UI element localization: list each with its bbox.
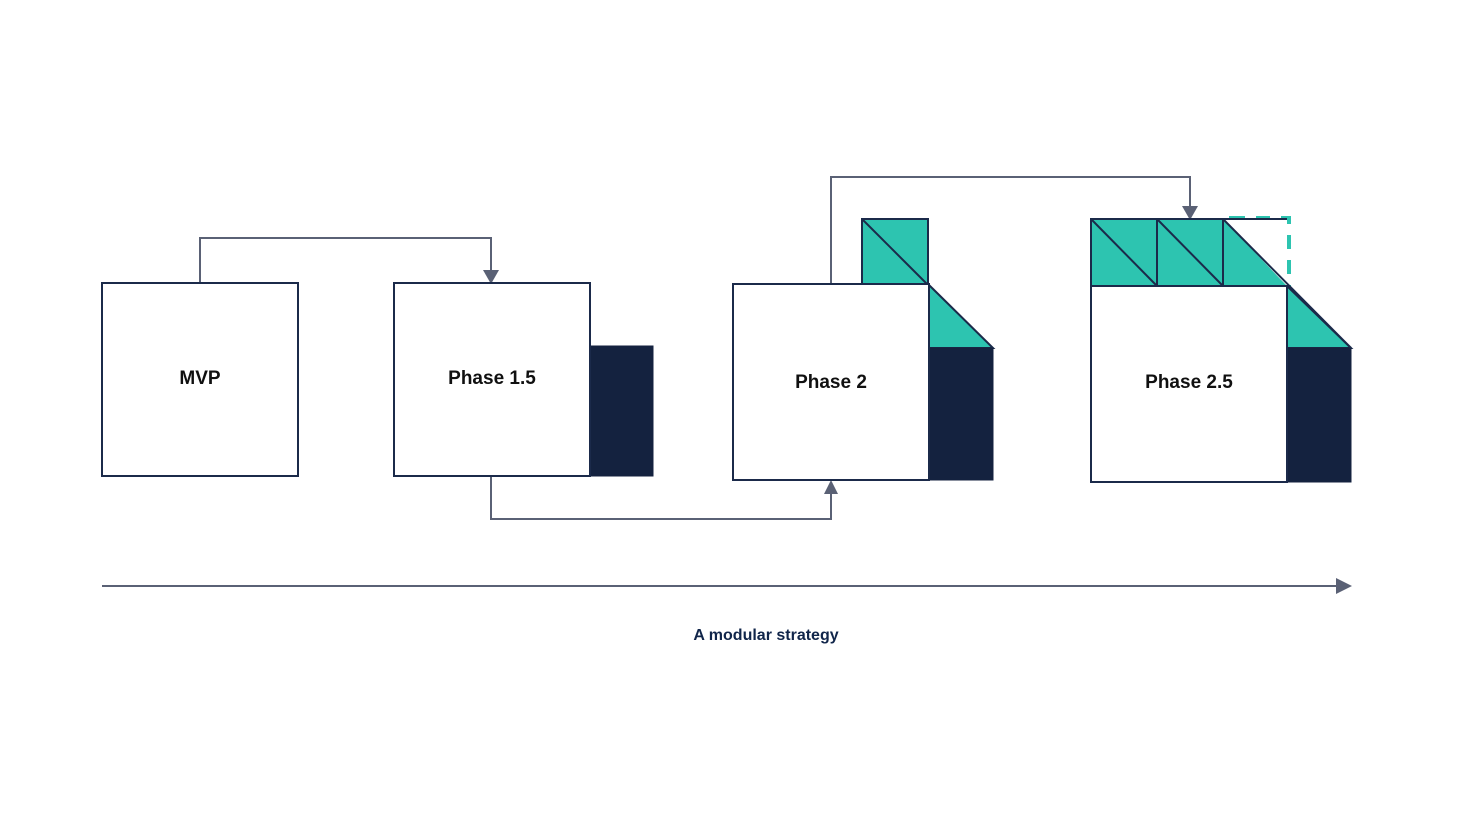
phase-core-box[interactable] bbox=[101, 282, 299, 477]
connector-line bbox=[199, 237, 492, 283]
arrowhead-down-icon bbox=[1182, 206, 1198, 220]
phase-core-box[interactable] bbox=[1090, 285, 1288, 483]
connector-phase-1-5-to-phase-2 bbox=[490, 476, 838, 520]
timeline-axis bbox=[102, 578, 1352, 594]
phase-block-phase-1-5[interactable]: Phase 1.5 bbox=[393, 282, 654, 477]
connector-mvp-to-phase-1-5 bbox=[199, 237, 499, 284]
teal-corner-triangle[interactable] bbox=[928, 282, 996, 349]
teal-top-module-1[interactable] bbox=[861, 218, 929, 286]
timeline-arrowhead-icon bbox=[1336, 578, 1352, 594]
module-long-diagonal-line bbox=[1222, 218, 1352, 349]
teal-top-module-1[interactable] bbox=[1090, 218, 1158, 287]
phase-label-phase-2-5: Phase 2.5 bbox=[1145, 372, 1233, 393]
phase-label-mvp: MVP bbox=[179, 368, 221, 389]
navy-module-panel[interactable] bbox=[928, 347, 994, 481]
connector-line bbox=[490, 476, 832, 520]
phase-core-box[interactable] bbox=[732, 283, 930, 481]
phase-core-box[interactable] bbox=[393, 282, 591, 477]
diagram-caption: A modular strategy bbox=[693, 627, 838, 644]
navy-module-panel[interactable] bbox=[588, 345, 654, 477]
arrowhead-down-icon bbox=[483, 270, 499, 284]
phase-label-phase-1-5: Phase 1.5 bbox=[448, 368, 536, 389]
connector-group bbox=[199, 176, 1198, 520]
phase-block-mvp[interactable]: MVP bbox=[101, 282, 299, 477]
navy-module-panel[interactable] bbox=[1286, 347, 1352, 483]
teal-top-module-2[interactable] bbox=[1156, 218, 1224, 287]
connector-phase-2-to-phase-2-5 bbox=[830, 176, 1198, 285]
phase-block-phase-2[interactable]: Phase 2 bbox=[732, 218, 996, 481]
arrowhead-up-icon bbox=[824, 480, 838, 494]
module-diagonal-line bbox=[1090, 218, 1158, 287]
module-diagonal-line bbox=[1156, 218, 1224, 287]
connector-line bbox=[830, 176, 1191, 285]
phase-block-phase-2-5[interactable]: Phase 2.5 bbox=[1090, 216, 1354, 483]
module-diagonal-line bbox=[861, 218, 929, 286]
phase-label-phase-2: Phase 2 bbox=[795, 372, 867, 393]
